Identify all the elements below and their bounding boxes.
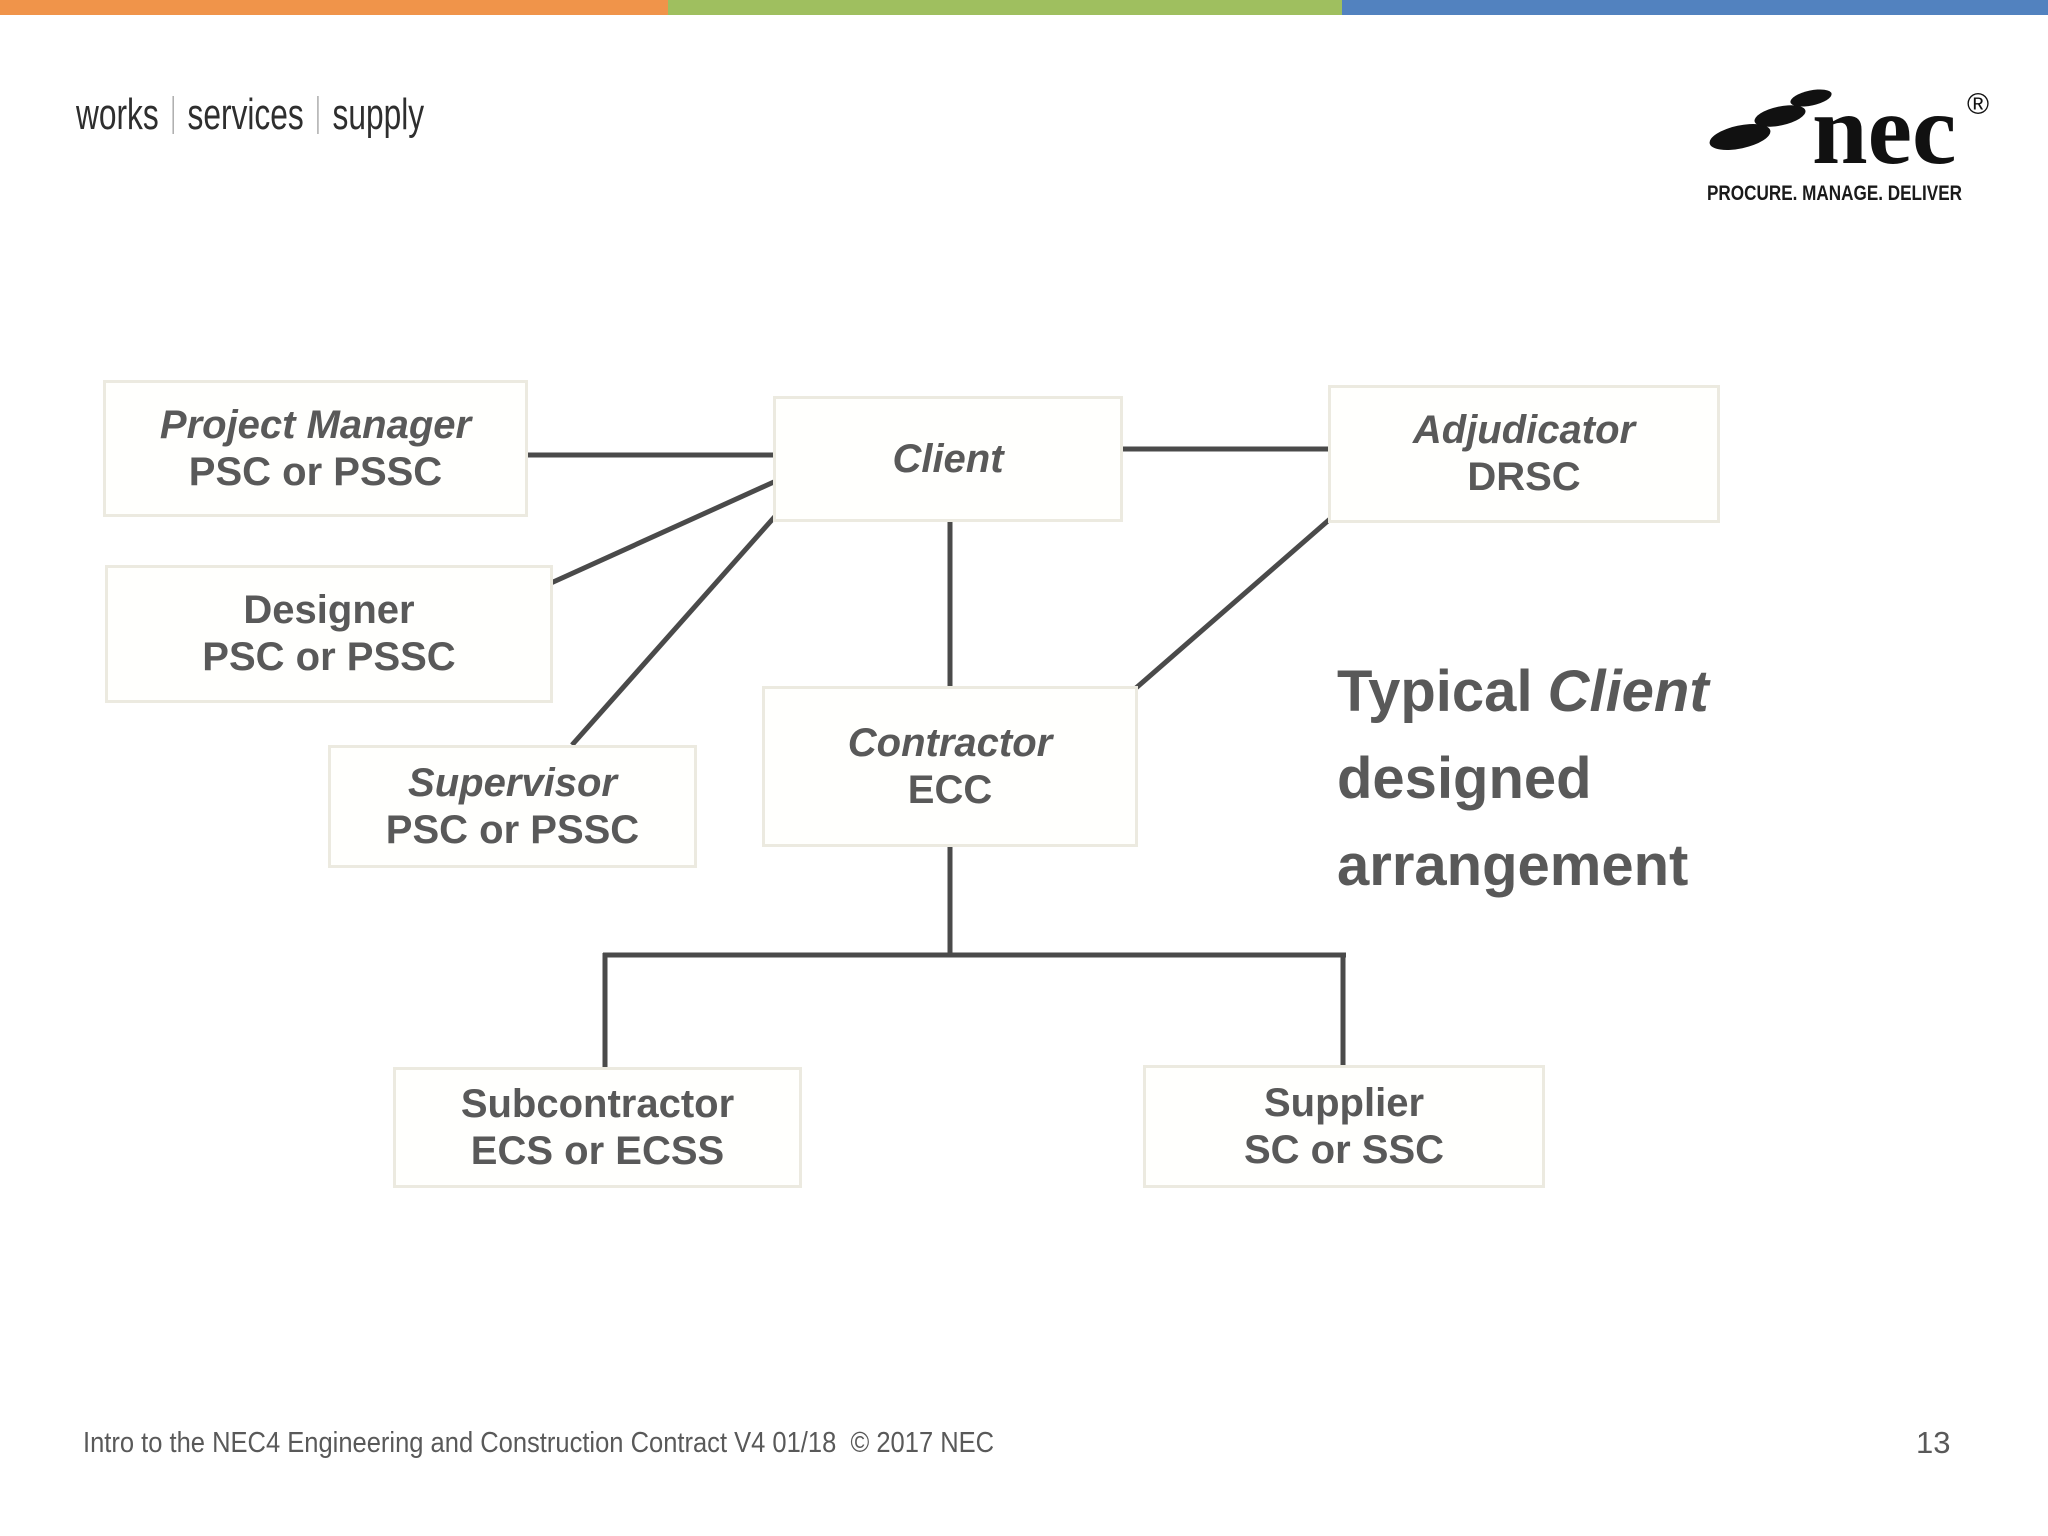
page-number: 13 (1916, 1425, 1951, 1460)
node-title: Contractor (847, 720, 1053, 765)
logo-ellipse-small (1790, 89, 1832, 107)
nec-logo-graphic: nec ® PROCURE. MANAGE. DELIVER (1707, 74, 1989, 205)
node-adjudicator: Adjudicator DRSC (1328, 385, 1720, 523)
tagline-works: works (76, 90, 159, 139)
caption-word-typical: Typical (1337, 659, 1533, 724)
node-supervisor: Supervisor PSC or PSSC (328, 745, 697, 868)
connector-contractor-adjudicator (1134, 517, 1332, 690)
node-subtitle: ECC (907, 767, 993, 812)
connector-supervisor-client (570, 511, 780, 747)
node-supplier: Supplier SC or SSC (1143, 1065, 1545, 1188)
tagline-supply: supply (332, 90, 425, 139)
logo-brand-text: nec (1812, 74, 1956, 185)
node-subtitle: DRSC (1467, 455, 1581, 499)
node-title: Client (892, 436, 1004, 481)
node-title: Supervisor (408, 760, 617, 805)
nec-logo: nec ® PROCURE. MANAGE. DELIVER (1695, 52, 2035, 222)
node-subtitle: PSC or PSSC (202, 635, 456, 679)
bar-green-segment (668, 0, 1342, 15)
caption-line-2: designed (1337, 746, 1592, 811)
tagline-divider (172, 96, 174, 134)
node-subcontractor: Subcontractor ECS or ECSS (393, 1067, 802, 1188)
tagline-services: services (187, 90, 304, 139)
top-color-bar (0, 0, 2048, 15)
node-contractor: Contractor ECC (762, 686, 1138, 847)
node-subtitle: ECS or ECSS (470, 1128, 725, 1173)
node-title: Project Manager (159, 402, 472, 447)
logo-ellipse-medium (1754, 105, 1806, 127)
node-client: Client (773, 396, 1123, 522)
node-title: Adjudicator (1412, 408, 1636, 453)
logo-ellipse-large (1709, 124, 1771, 150)
node-subtitle: SC or SSC (1243, 1127, 1445, 1172)
node-project-manager: Project Manager PSC or PSSC (103, 380, 528, 517)
caption-word-client: Client (1547, 659, 1709, 724)
footer-text: Intro to the NEC4 Engineering and Constr… (83, 1427, 995, 1459)
node-designer: Designer PSC or PSSC (105, 565, 553, 703)
connector-designer-client (549, 478, 778, 586)
node-title: Designer (243, 588, 415, 633)
logo-tagline: PROCURE. MANAGE. DELIVER (1707, 182, 1962, 205)
node-subtitle: PSC or PSSC (385, 807, 640, 852)
bar-orange-segment (0, 0, 668, 15)
node-subtitle: PSC or PSSC (188, 449, 443, 494)
node-title: Supplier (1263, 1080, 1425, 1125)
tagline-divider (317, 96, 319, 134)
bar-blue-segment (1342, 0, 2048, 15)
caption-line-3: arrangement (1337, 833, 1689, 898)
node-title: Subcontractor (460, 1081, 735, 1126)
works-services-supply-tagline: works services supply (76, 90, 424, 140)
logo-registered-mark: ® (1967, 88, 1989, 121)
